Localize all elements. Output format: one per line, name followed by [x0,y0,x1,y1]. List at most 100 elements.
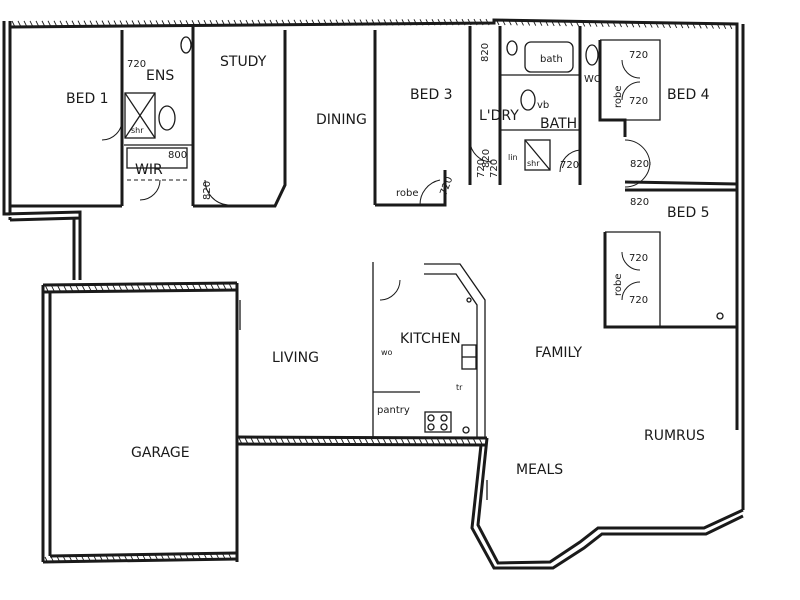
wall-hatch-mark [328,437,333,445]
wall-hatch-mark [50,284,55,292]
wall-hatch-mark [358,437,363,445]
wall-hatch-mark [173,554,178,562]
label-lin: lin [508,153,518,162]
wall-hatch-mark [105,555,110,563]
wall-hatch-mark [335,19,340,26]
wall-hatch-mark [691,22,696,29]
wall-hatch-mark [148,283,153,291]
wall-hatch-mark [347,19,352,26]
wall-hatch-mark [75,556,80,563]
wall-hatch-mark [353,19,358,26]
label-bed5: BED 5 [667,205,710,221]
label-shr-ens: shr [131,126,144,135]
wall-hatch-mark [143,20,148,27]
wall-hatch-mark [167,554,171,562]
wall-hatch-mark [262,437,267,445]
wall-hatch-mark [618,20,622,28]
wall-hatch-mark [257,19,262,27]
wall-hatch-mark [154,555,159,562]
wall-hatch-mark [87,556,92,563]
wall-hatch-mark [424,437,429,445]
wall-hatch-mark [280,437,285,445]
wall-hatch-mark [275,19,280,27]
wall-hatch-mark [113,20,118,27]
wall-hatch-mark [394,437,399,445]
wall-hatch-mark [550,19,555,27]
wall-hatch-mark [287,19,292,27]
wall-hatch-mark [430,437,435,445]
label-bed1: BED 1 [66,91,109,107]
wall-hatch-mark [443,18,448,26]
wall-hatch-mark [210,283,214,290]
wall-hatch-mark [425,19,430,26]
wall-hatch-mark [203,283,208,290]
wall-hatch-mark [130,283,135,291]
label-meals: MEALS [516,462,563,478]
wall-hatch-mark [59,20,64,28]
door-ldry-c: 720 [489,159,500,178]
wall-hatch-mark [317,19,322,26]
wall-hatch-mark [99,555,104,563]
door-ldry-b: 720 [476,159,487,178]
wall-hatch-mark [544,19,549,27]
door-bed4-robe-a: 720 [629,50,648,61]
wall-hatch-mark [53,20,58,28]
wall-hatch-mark [112,284,116,291]
wall-hatch-mark [581,20,586,27]
wall-hatch-mark [81,556,86,563]
wall-hatch-mark [233,19,238,27]
wall-hatch-mark [467,18,472,26]
label-shr-bath: shr [527,159,540,168]
wall-hatch-mark [197,283,202,290]
wall-hatch-mark [124,283,129,291]
door-ldry-top: 820 [480,43,491,62]
wall-hatch-mark [185,283,190,290]
wall-hatch-mark [400,437,405,445]
wall-hatch-mark [228,282,233,290]
label-family: FAMILY [535,345,582,361]
label-wc-right: WC [584,74,601,85]
wall-hatch-mark [630,21,635,28]
wall-hatch-mark [466,437,471,445]
wall-hatch-mark [179,20,184,27]
door-bed4-robe-b: 720 [629,96,648,107]
wall-hatch-mark [23,20,28,28]
wall-hatch-mark [377,19,382,26]
label-bed3: BED 3 [410,87,453,103]
wall-hatch-mark [185,554,190,561]
wall-hatch-mark [556,19,561,27]
wall-hatch-mark [286,437,291,445]
wall-hatch-mark [304,437,309,445]
wall-hatch-mark [29,20,34,28]
wall-hatch-mark [119,20,124,27]
wall-hatch-mark [298,437,303,445]
door-wir: 800 [168,150,187,161]
wall-hatch-mark [35,20,40,28]
wall-hatch-mark [154,283,159,291]
wall-hatch-mark [227,19,232,27]
wall-hatch-mark [62,284,67,292]
wall-hatch-mark [722,22,727,29]
label-pantry: pantry [377,405,410,416]
label-wir: WIR [135,162,163,178]
wall-hatch-mark [389,19,394,26]
wall-hatch-mark [238,437,243,445]
wall-hatch-mark [412,437,417,445]
wall-hatch-mark [239,19,244,27]
wall-hatch-mark [250,437,255,445]
wall-hatch-mark [311,19,316,26]
door-bed3: 720 [438,175,455,197]
interior-walls [10,26,738,438]
wall-hatch-mark [605,20,610,28]
wall-hatch-mark [364,437,369,445]
wall-hatch-mark [642,21,647,28]
label-rumpus: RUMRUS [644,428,705,444]
wall-hatch-mark [448,437,453,445]
wall-hatch-mark [501,18,506,26]
wall-hatch-mark [346,437,351,445]
wall-hatch-mark [179,554,184,562]
wall-hatch-mark [322,437,327,445]
wall-hatch-mark [69,556,73,563]
wall-hatch-mark [47,20,52,28]
wall-hatch-mark [209,19,214,27]
